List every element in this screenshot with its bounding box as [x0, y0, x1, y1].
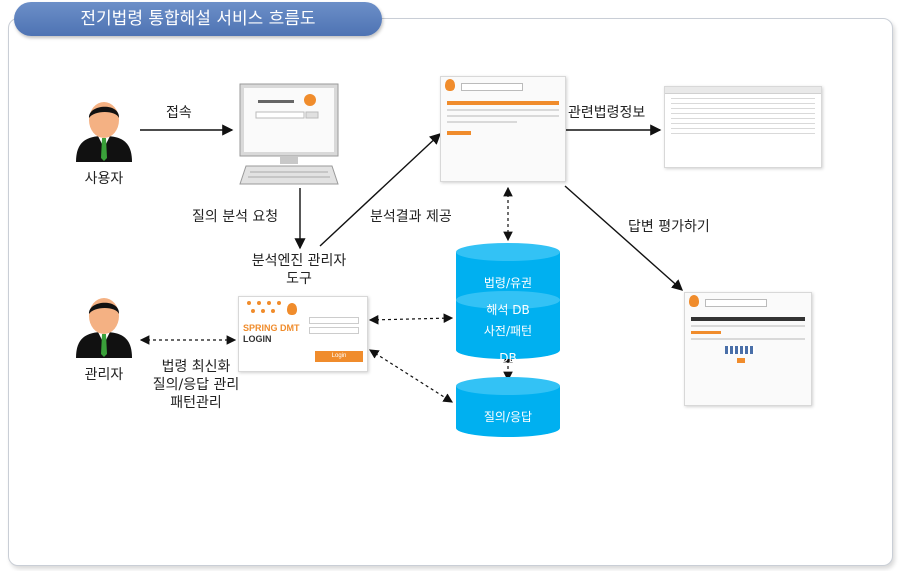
result-button	[447, 131, 471, 135]
service-result-screenshot	[440, 76, 566, 182]
bulb-icon	[445, 79, 455, 91]
analysis-tool-label: 분석엔진 관리자 도구	[240, 252, 358, 288]
user-person-icon	[76, 102, 132, 162]
arrow-tool-qa-db	[368, 349, 454, 403]
admin-person-icon	[76, 298, 132, 358]
arrow-analysis-result	[319, 133, 442, 247]
login-logo: SPRING DMT	[243, 323, 300, 333]
dict-db-line1: 사전/패턴	[483, 324, 533, 338]
dictionary-pattern-db: 사전/패턴 DB	[456, 291, 560, 365]
law-text-line	[671, 113, 815, 114]
admin-tasks-label: 법령 최신화 질의/응답 관리 패턴관리	[138, 358, 254, 412]
analysis-tool-line2: 도구	[286, 271, 312, 287]
bulb-icon	[287, 303, 297, 315]
law-text-line	[671, 118, 815, 119]
result-line	[691, 338, 805, 340]
related-law-label: 관련법령정보	[568, 105, 646, 121]
result-line	[447, 121, 517, 123]
search-input[interactable]	[705, 299, 767, 307]
qa-db-line1: 질의/응답	[483, 410, 533, 424]
result-line	[447, 115, 559, 117]
analysis-request-label: 질의 분석 요청	[192, 209, 279, 225]
login-id-input[interactable]	[309, 317, 359, 324]
law-text-line	[671, 103, 815, 104]
connect-label: 접속	[166, 105, 192, 121]
rating-stars[interactable]	[725, 346, 755, 354]
window-titlebar	[665, 87, 821, 94]
login-password-input[interactable]	[309, 327, 359, 334]
user-label: 사용자	[84, 171, 124, 187]
login-deco-icons	[247, 301, 281, 313]
admin-task-qa-manage: 질의/응답 관리	[152, 377, 240, 393]
law-interpretation-db: 법령/유권 해석 DB	[456, 243, 560, 317]
bulb-icon	[689, 295, 699, 307]
admin-login-screenshot: SPRING DMT LOGIN Login	[238, 296, 368, 372]
qa-db-line2: DB	[499, 437, 517, 451]
login-heading: LOGIN	[243, 334, 272, 344]
header-bar	[691, 317, 805, 321]
diagram-title: 전기법령 통합해설 서비스 흐름도	[14, 2, 382, 36]
rating-screenshot	[684, 292, 812, 406]
arrow-tool-dict-db	[368, 313, 454, 325]
section-bar	[691, 331, 721, 334]
law-db-line1: 법령/유권	[483, 276, 533, 290]
result-header-bar	[447, 101, 559, 105]
qa-db: 질의/응답 DB	[456, 377, 560, 451]
related-law-screenshot	[664, 86, 822, 168]
law-db-line2: 해석 DB	[486, 303, 530, 317]
law-text-line	[671, 98, 815, 99]
admin-task-pattern-manage: 패턴관리	[170, 395, 222, 411]
result-line	[447, 109, 559, 111]
rate-answer-label: 답변 평가하기	[628, 219, 710, 235]
law-text-line	[671, 108, 815, 109]
result-line	[691, 325, 805, 327]
analysis-result-label: 분석결과 제공	[370, 209, 452, 225]
search-input[interactable]	[461, 83, 523, 91]
law-text-line	[671, 128, 815, 129]
rating-submit-button[interactable]	[737, 358, 745, 363]
law-text-line	[671, 123, 815, 124]
analysis-tool-line1: 분석엔진 관리자	[251, 253, 347, 269]
dict-db-line2: DB	[499, 351, 517, 365]
law-text-line	[671, 133, 815, 134]
admin-label: 관리자	[84, 367, 124, 383]
monitor-icon	[239, 83, 339, 185]
login-button[interactable]: Login	[315, 351, 363, 362]
arrow-rate-answer	[564, 185, 684, 291]
admin-task-update-laws: 법령 최신화	[161, 359, 231, 375]
